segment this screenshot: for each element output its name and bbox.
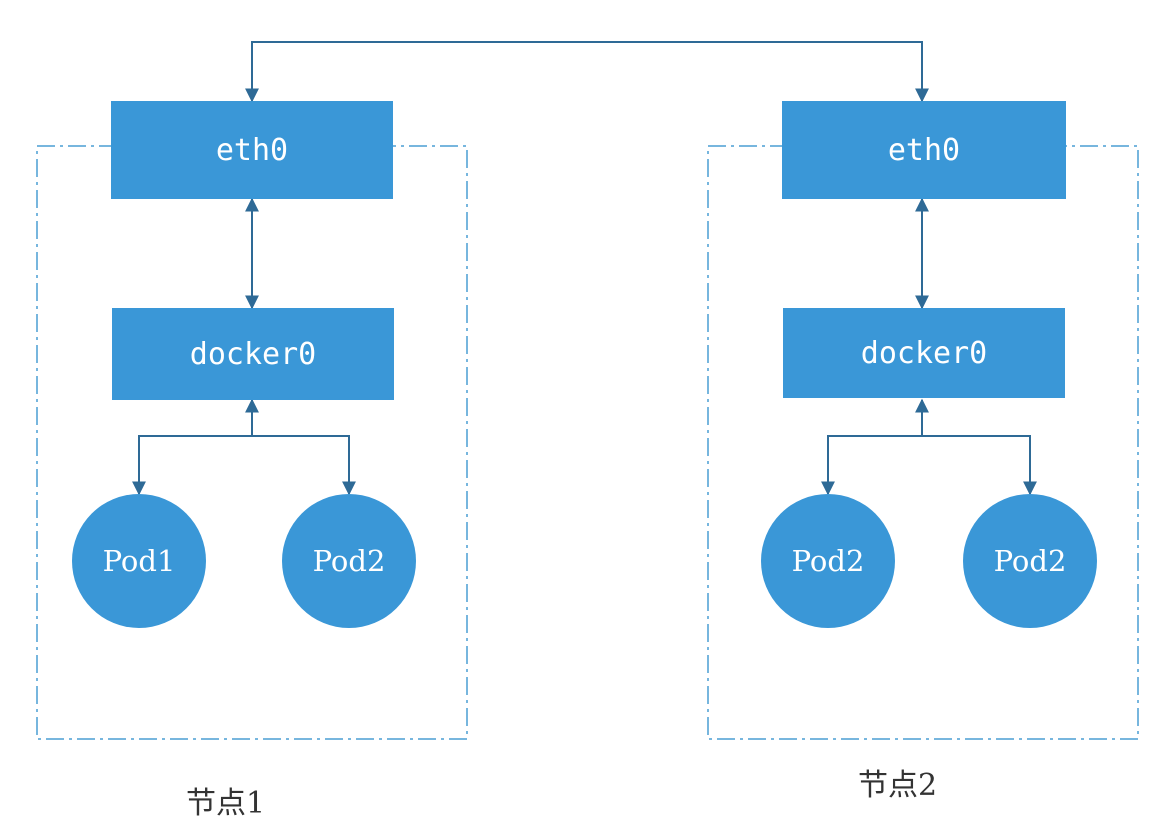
node-1-eth0-label: eth0 (215, 132, 289, 168)
node-2-eth0-interface: eth0 (782, 101, 1066, 199)
node-2-docker0-bridge: docker0 (783, 308, 1065, 398)
node-1-pod-1: Pod1 (72, 494, 206, 628)
node-2-pod-2-label: Pod2 (993, 544, 1067, 578)
node-1-boundary (36, 145, 468, 740)
node-1-label: 节点1 (186, 786, 266, 821)
node-2-docker0-label: docker0 (860, 335, 988, 371)
node-1-pod-2: Pod2 (282, 494, 416, 628)
node-1-eth0-interface: eth0 (111, 101, 393, 199)
node-2-eth0-label: eth0 (887, 132, 961, 168)
node-2-pod-branch (821, 435, 1037, 496)
eth0-interconnect-link (245, 41, 929, 103)
node-1-docker0-label: docker0 (189, 336, 317, 372)
node-2-pod-1-label: Pod2 (791, 544, 865, 578)
node-1-pod-1-label: Pod1 (102, 544, 176, 578)
node-2-boundary (707, 145, 1139, 740)
node-2-pod-1: Pod2 (761, 494, 895, 628)
node-2-pod-2: Pod2 (963, 494, 1097, 628)
node-1-pod-2-label: Pod2 (312, 544, 386, 578)
node-2-label: 节点2 (858, 768, 938, 803)
node-1-docker0-bridge: docker0 (112, 308, 394, 400)
node-1-pod-branch (132, 435, 356, 496)
